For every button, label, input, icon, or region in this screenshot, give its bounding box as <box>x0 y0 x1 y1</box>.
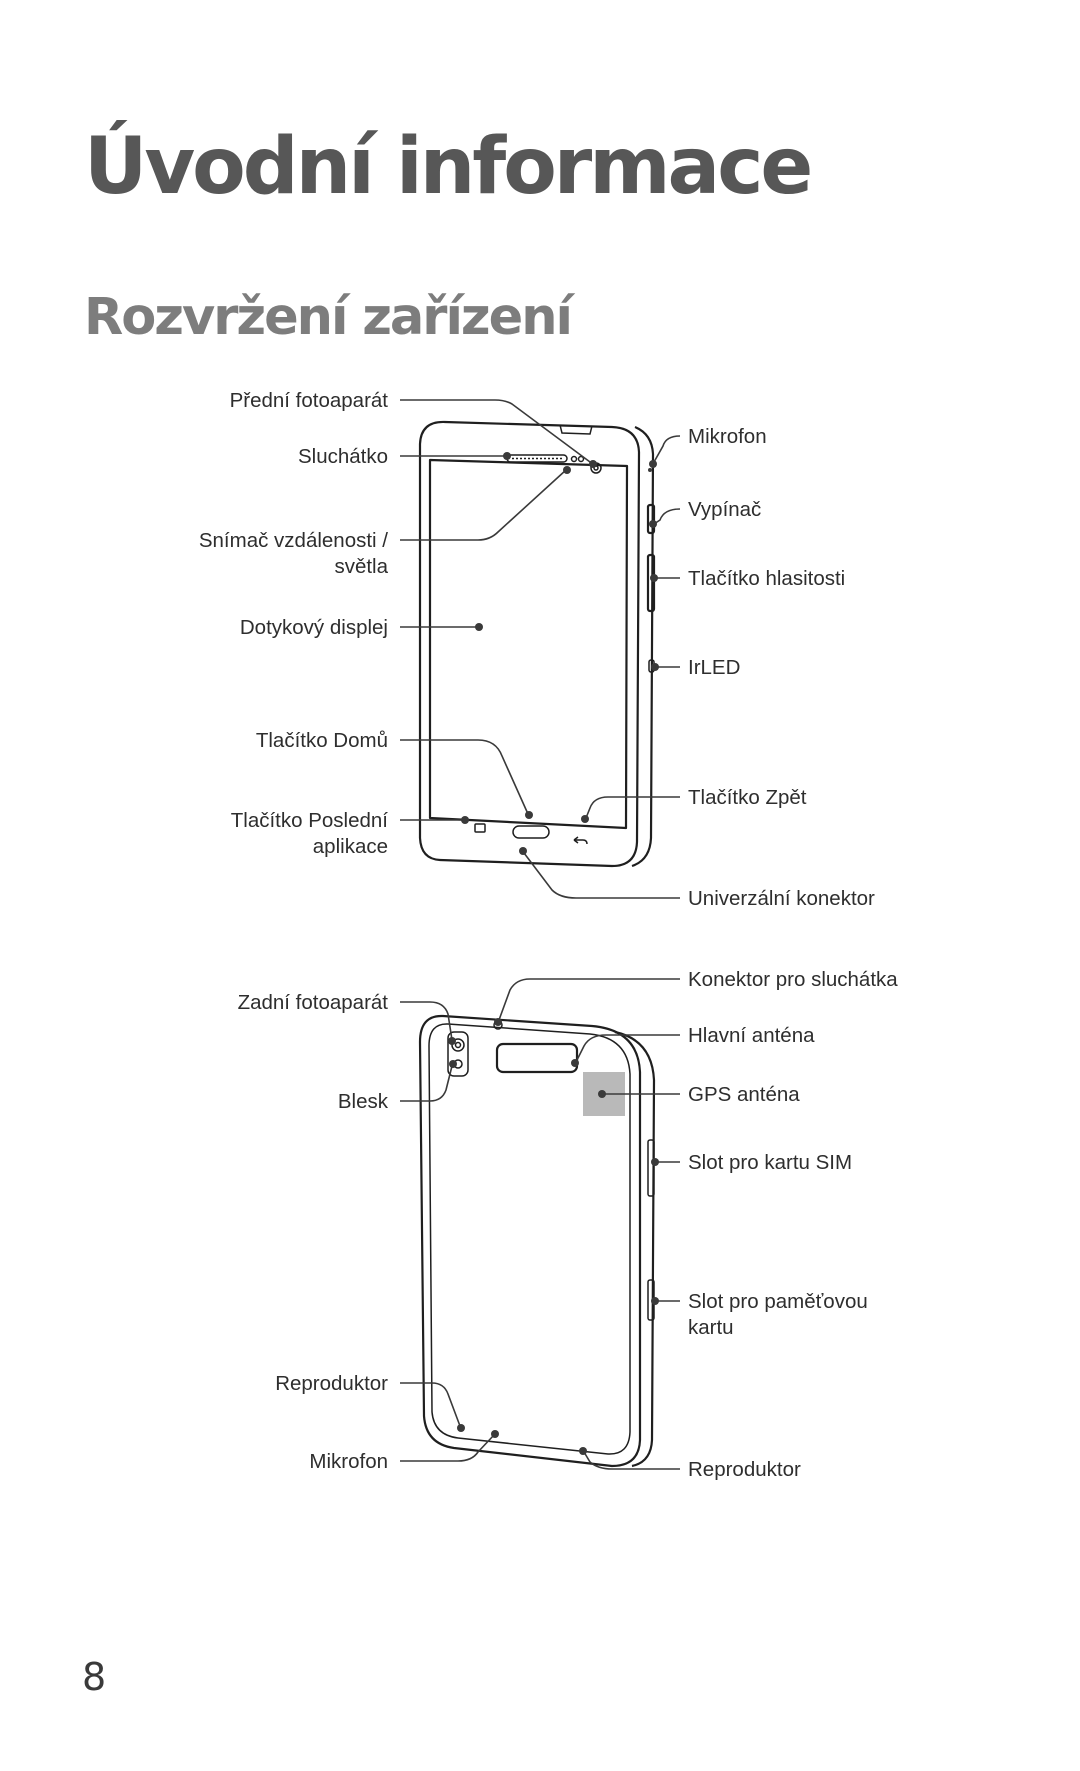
label-recent-apps-line1: Tlačítko Poslední <box>231 809 389 832</box>
label-flash: Blesk <box>338 1090 389 1113</box>
label-earpiece: Sluchátko <box>298 445 388 468</box>
label-irled: IrLED <box>688 656 740 679</box>
front-device-top-notch <box>559 424 593 435</box>
back-camera-lens-inner <box>454 1041 462 1049</box>
label-multipurpose-jack: Univerzální konektor <box>688 887 875 910</box>
back-device-drawing <box>418 1014 656 1468</box>
front-power-key <box>646 503 656 535</box>
back-device-inner-outline <box>428 1023 631 1455</box>
label-recent-apps-line2: aplikace <box>313 835 388 858</box>
label-volume-key: Tlačítko hlasitosti <box>688 567 845 590</box>
front-volume-key <box>646 553 656 613</box>
label-memory-slot-line2: kartu <box>688 1316 734 1339</box>
label-proximity-sensor-line1: Snímač vzdálenosti / <box>199 529 388 552</box>
front-back-icon <box>573 836 588 845</box>
back-sim-slot <box>647 1139 655 1197</box>
label-headset-jack: Konektor pro sluchátka <box>688 968 898 991</box>
front-recent-apps-icon <box>474 823 486 833</box>
front-device-body <box>418 420 641 868</box>
chapter-title: Úvodní informace <box>84 122 813 212</box>
front-device-side-edge <box>631 425 655 868</box>
front-proximity-sensor <box>570 455 578 463</box>
label-main-antenna: Hlavní anténa <box>688 1024 815 1047</box>
label-touchscreen: Dotykový displej <box>240 616 388 639</box>
front-device-drawing <box>418 420 656 868</box>
label-microphone-top: Mikrofon <box>688 425 767 448</box>
label-rear-camera: Zadní fotoaparát <box>238 991 389 1014</box>
label-speaker-right: Reproduktor <box>688 1458 801 1481</box>
section-title: Rozvržení zařízení <box>84 288 573 347</box>
front-leader-lines <box>400 399 681 899</box>
front-touchscreen <box>428 458 629 830</box>
page-number: 8 <box>82 1655 107 1699</box>
back-main-antenna <box>495 1042 579 1074</box>
front-light-sensor <box>577 455 585 463</box>
label-proximity-sensor-line2: světla <box>334 555 388 578</box>
label-power-key: Vypínač <box>688 498 761 521</box>
label-back-key: Tlačítko Zpět <box>688 786 807 809</box>
label-home-key: Tlačítko Domů <box>256 729 388 752</box>
back-device-side-edge <box>614 1030 656 1468</box>
label-memory-slot-line1: Slot pro paměťovou <box>688 1290 868 1313</box>
front-microphone-hole <box>648 468 652 472</box>
front-home-key <box>512 825 550 839</box>
label-speaker-left: Reproduktor <box>275 1372 388 1395</box>
back-device-body <box>418 1014 642 1468</box>
label-microphone-bottom: Mikrofon <box>309 1450 388 1473</box>
label-front-camera: Přední fotoaparát <box>230 389 389 412</box>
back-camera-module <box>447 1031 469 1077</box>
label-sim-slot: Slot pro kartu SIM <box>688 1151 852 1174</box>
back-leader-lines <box>400 978 680 1470</box>
label-gps-antenna: GPS anténa <box>688 1083 800 1106</box>
